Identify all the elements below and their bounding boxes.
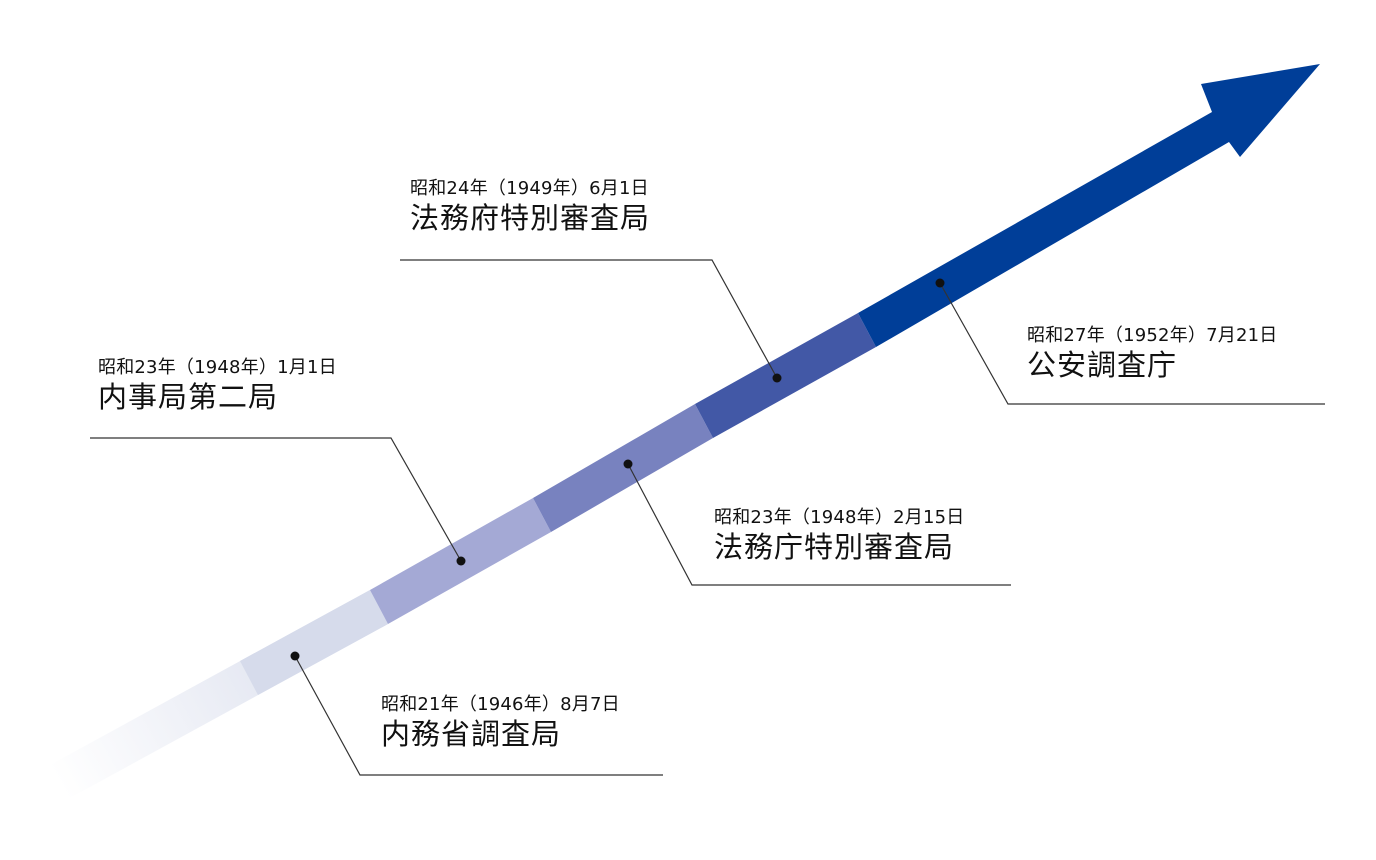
event-date: 昭和23年（1948年）1月1日 — [98, 357, 337, 378]
event-date: 昭和23年（1948年）2月15日 — [714, 507, 965, 528]
event-organization: 法務府特別審査局 — [410, 201, 651, 235]
arrow-segment-1946-solid — [240, 590, 388, 695]
event-label-1948-feb: 昭和23年（1948年）2月15日 法務庁特別審査局 — [714, 507, 964, 565]
event-dot-1948-feb — [623, 459, 633, 469]
leader-line-1952 — [939, 282, 1325, 405]
event-label-1948-jan: 昭和23年（1948年）1月1日 内事局第二局 — [98, 357, 337, 415]
event-organization: 内務省調査局 — [381, 717, 562, 751]
event-date: 昭和27年（1952年）7月21日 — [1027, 325, 1278, 346]
event-dot-1946 — [290, 651, 300, 661]
event-dot-1952 — [935, 278, 945, 288]
event-organization: 法務庁特別審査局 — [714, 530, 955, 564]
event-dot-1948-jan — [456, 556, 466, 566]
event-label-1949: 昭和24年（1949年）6月1日 法務府特別審査局 — [410, 178, 650, 236]
arrow-segment-1952 — [858, 64, 1320, 347]
leader-line-1949 — [400, 259, 778, 379]
leader-line-1948-feb — [627, 463, 1011, 586]
event-dot-1949 — [772, 373, 782, 383]
leader-line-1946 — [294, 655, 663, 776]
event-organization: 内事局第二局 — [98, 380, 279, 414]
event-date: 昭和24年（1949年）6月1日 — [410, 178, 649, 199]
leader-line-1948-jan — [90, 437, 462, 562]
arrow-segment-1949 — [695, 313, 876, 438]
arrow-segment-1948-feb — [533, 404, 713, 532]
event-label-1952: 昭和27年（1952年）7月21日 公安調査庁 — [1027, 325, 1277, 383]
event-label-1946: 昭和21年（1946年）8月7日 内務省調査局 — [381, 694, 620, 752]
event-organization: 公安調査庁 — [1027, 348, 1178, 382]
event-date: 昭和21年（1946年）8月7日 — [381, 694, 620, 715]
